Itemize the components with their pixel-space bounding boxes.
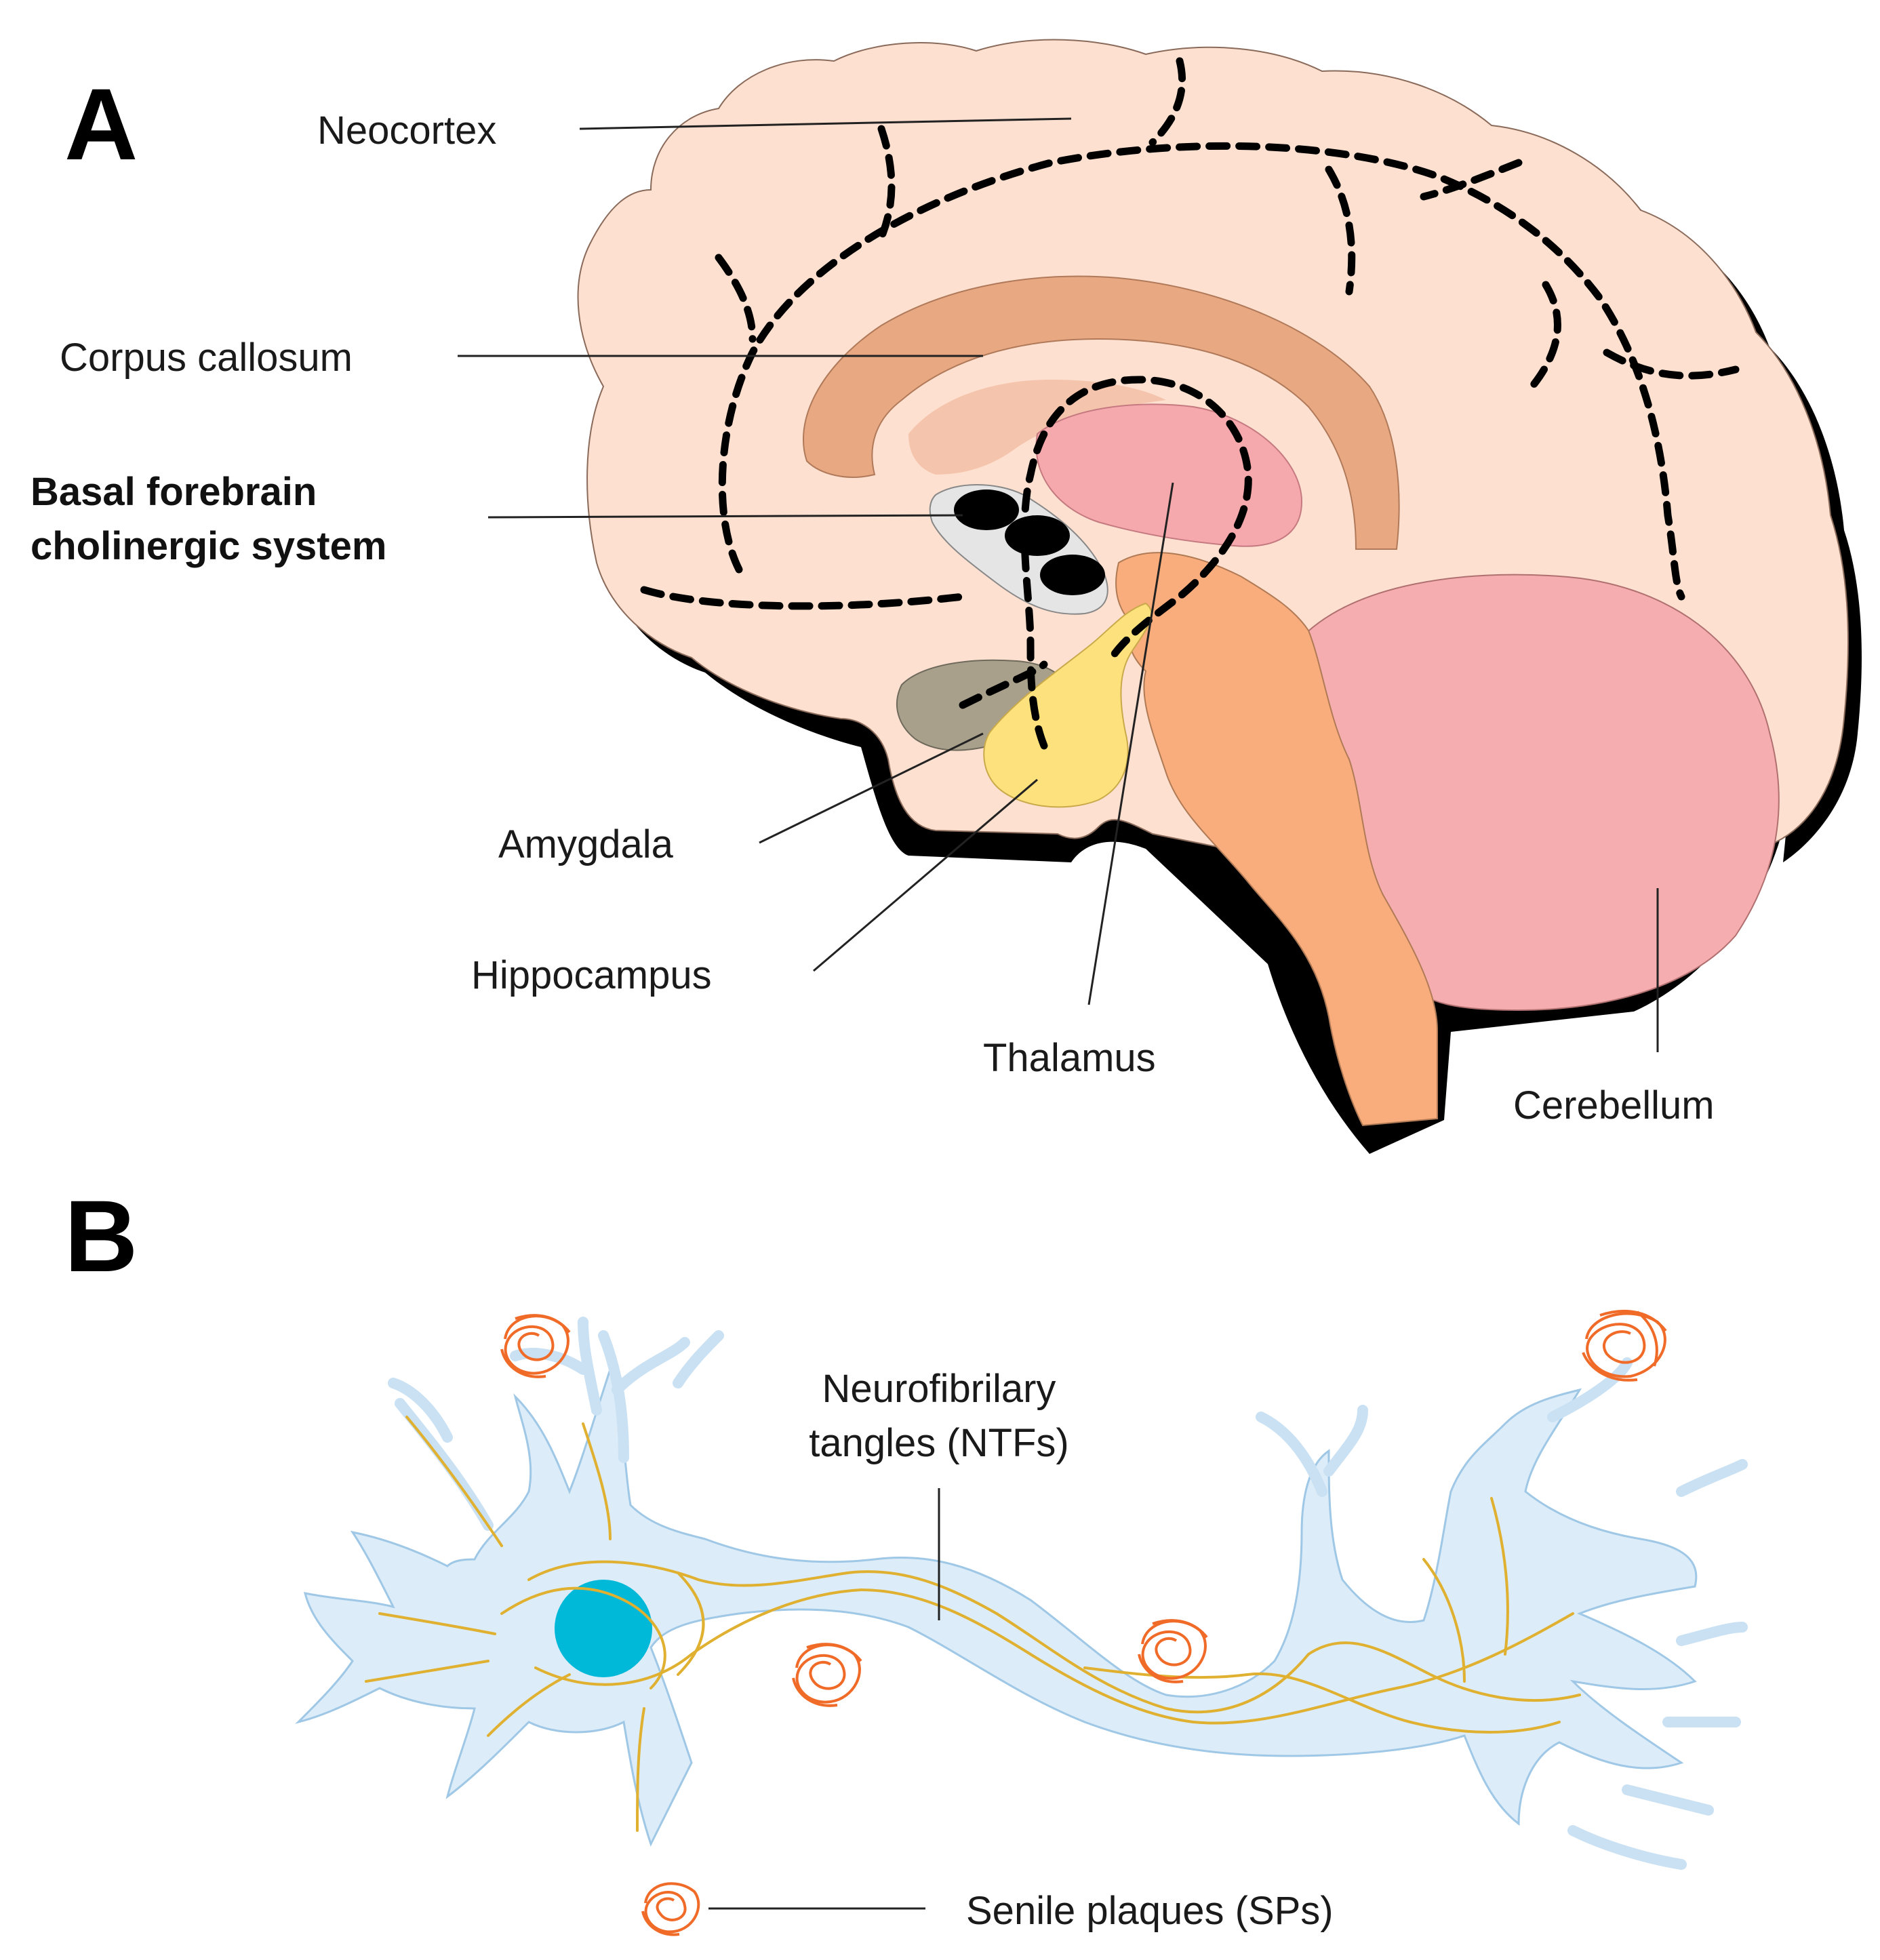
leader-basal-forebrain [487,514,963,519]
neurofibrillary-tangles [365,1416,1581,1832]
leader-hippocampus [813,778,1038,972]
label-hippocampus: Hippocampus [471,953,712,997]
dendrite-right-branch [1256,1357,1748,1870]
dendrite-top [598,1330,724,1463]
panel-b-letter: B [64,1179,138,1293]
leader-amygdala [759,732,984,844]
sulcus-dashed-4 [1325,165,1356,296]
neuron-cell [295,1366,1698,1847]
sulcus-dashed-7 [1603,348,1740,380]
label-ntf-line2: tangles (NTFs) [809,1421,1069,1465]
label-thalamus: Thalamus [983,1036,1156,1080]
label-amygdala: Amygdala [498,822,674,866]
sulcus-dashed-6 [1528,281,1561,391]
label-neocortex: Neocortex [317,108,496,153]
sulcus-dashed-1 [877,125,896,241]
panel-a-letter: A [64,67,138,181]
cholinergic-nucleus-3 [1040,555,1105,595]
label-corpus-callosum: Corpus callosum [60,336,353,380]
neuron-diagram: Neurofibrilary tangles (NTFs) Senile pla… [295,1310,1748,1936]
corpus-callosum [802,275,1400,550]
cholinergic-nucleus-2 [1005,515,1070,556]
label-basal-forebrain-line1: Basal forebrain [31,470,317,514]
leader-neocortex [579,117,1072,130]
limbic-dashed-line [640,142,1685,610]
brain-diagram: Neocortex Corpus callosum Basal forebrai… [31,39,1862,1155]
label-ntf-line1: Neurofibrilary [822,1367,1056,1411]
label-basal-forebrain-line2: cholinergic system [31,524,386,568]
sulcus-dashed-5 [1420,159,1523,201]
cholinergic-nucleus-1 [954,489,1019,530]
senile-plaque-5 [641,1882,700,1936]
inner-limbic-dashed-line [959,376,1252,750]
label-cerebellum: Cerebellum [1513,1083,1715,1127]
label-senile-plaques: Senile plaques (SPs) [966,1889,1334,1933]
dendrite-left-1 [388,1378,494,1531]
fornix [908,380,1166,475]
senile-plaque-2 [1582,1310,1667,1382]
sulcus-dashed-2 [1148,57,1186,146]
senile-plaque-4 [1138,1619,1208,1683]
brainstem [1115,552,1438,1127]
senile-plaque-3 [792,1643,862,1707]
leader-thalamus [1087,482,1174,1005]
neuron-nucleus [555,1580,652,1677]
sulcus-dashed-3 [715,254,757,343]
senile-plaque-1 [500,1314,571,1378]
